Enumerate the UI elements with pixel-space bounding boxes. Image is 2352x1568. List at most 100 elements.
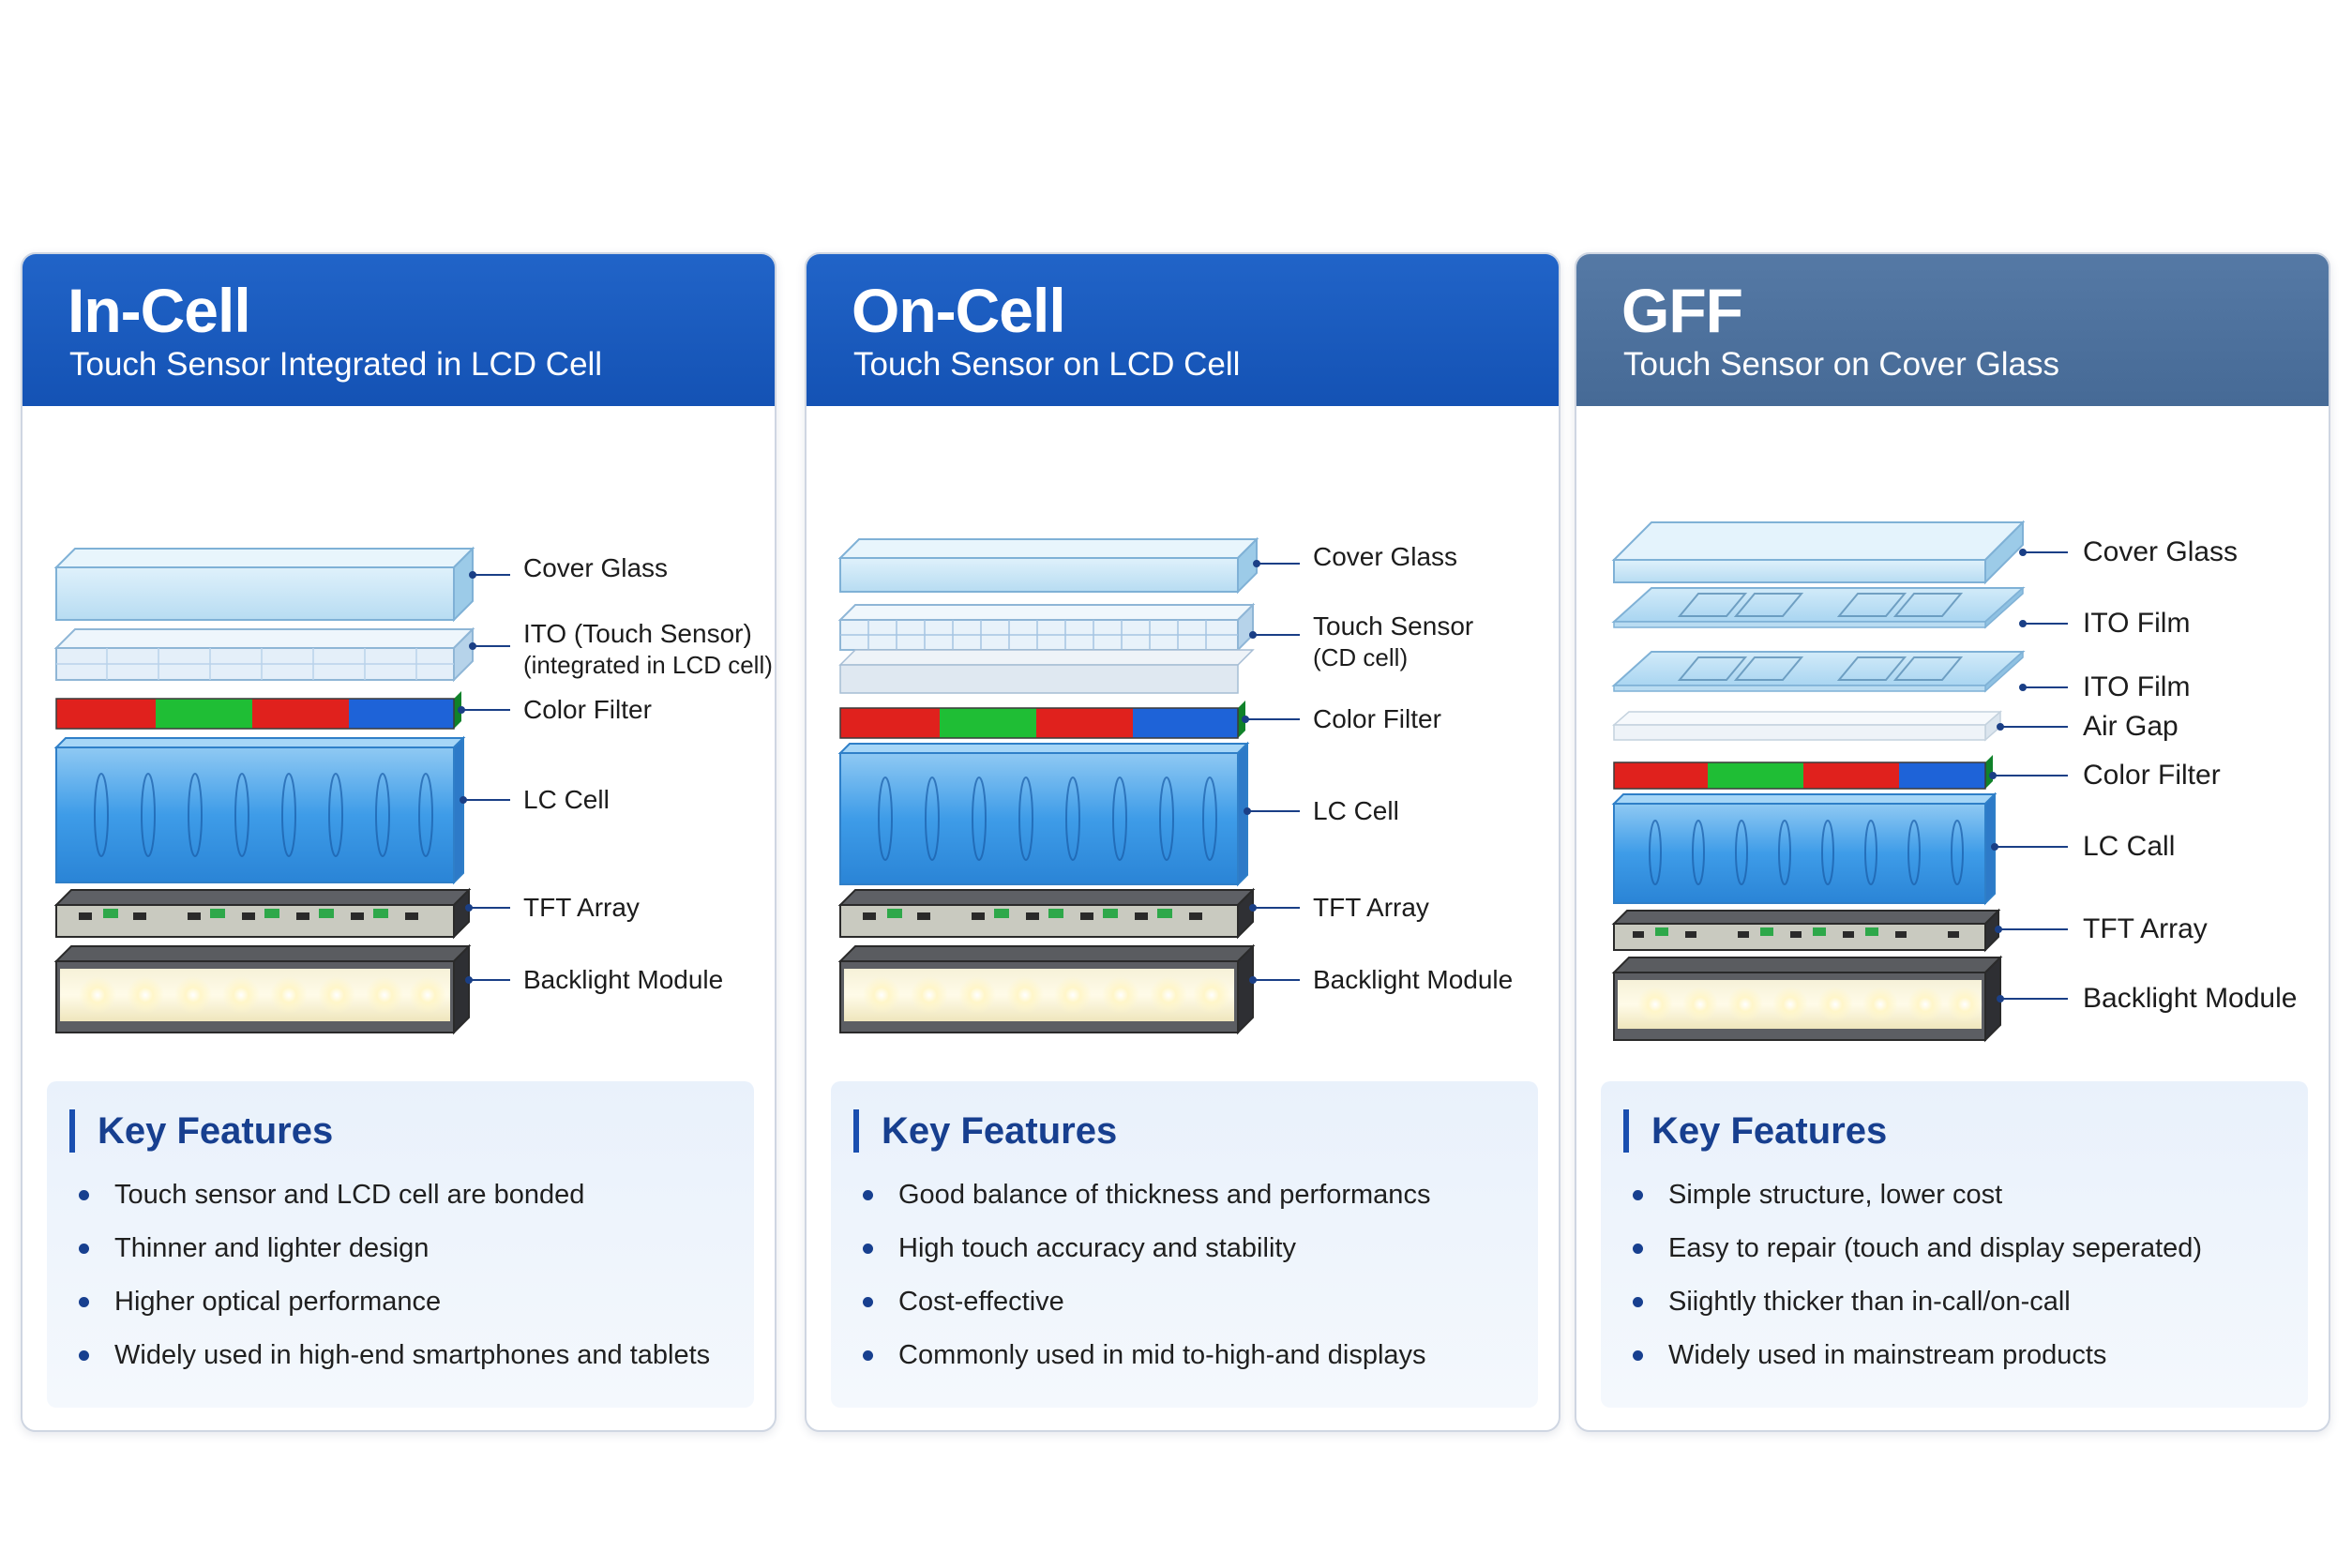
ito-touch-sensor-layer [53,626,475,683]
panel-header: On-Cell Touch Sensor on LCD Cell [807,254,1559,406]
layer-label: LC Cell [1313,796,1399,825]
layer-label-main: Touch Sensor [1313,611,1474,641]
layer-label: LC Cell [523,785,610,814]
feature-item: High touch accuracy and stability [863,1232,1430,1286]
lc-cell-layer [837,741,1250,887]
color-filter-layer [839,701,1245,739]
feature-text: Cost-effective [898,1287,1064,1317]
feature-text: Higher optical performance [114,1287,442,1317]
layer-label: Color Filter [523,695,652,724]
panel-header: GFF Touch Sensor on Cover Glass [1576,254,2329,406]
feature-item: Simple structure, lower cost [1633,1179,2202,1232]
bullet-icon [1633,1244,1643,1254]
bullet-icon [863,1244,873,1254]
tft-array-layer [1611,908,2001,953]
feature-text: Siightly thicker than in-call/on-call [1668,1287,2071,1317]
ito-film-layer-2 [1611,650,2026,693]
layer-label-main: ITO (Touch Sensor) [523,619,752,648]
touch-sensor-layer [837,602,1256,694]
color-filter-layer [1613,755,1993,790]
layer-label: Air Gap [2083,711,2179,742]
key-features-box: Key Features Simple structure, lower cos… [1601,1081,2308,1408]
feature-text: Good balance of thickness and performanc… [898,1180,1431,1210]
key-features-box: Key Features Good balance of thickness a… [831,1081,1538,1408]
feature-text: Easy to repair (touch and display sepera… [1668,1233,2203,1263]
layer-stack-diagram [53,546,510,1035]
layer-label: Cover Glass [1313,542,1458,571]
feature-item: Thinner and lighter design [79,1232,710,1286]
cover-glass-layer [837,536,1259,595]
backlight-module-layer [837,943,1256,1035]
feature-item: Higher optical performance [79,1286,710,1339]
layer-label: Touch Sensor (CD cell) [1313,611,1473,672]
features-list: Good balance of thickness and performanc… [863,1179,1430,1393]
tft-array-layer [53,887,472,940]
features-title: Key Features [69,1109,333,1153]
key-features-box: Key Features Touch sensor and LCD cell a… [47,1081,754,1408]
panel-subtitle: Touch Sensor on Cover Glass [1623,346,2059,383]
feature-text: Touch sensor and LCD cell are bonded [114,1180,585,1210]
layer-label: ITO Film [2083,608,2191,639]
cover-glass-layer [53,546,475,623]
panel-on-cell: On-Cell Touch Sensor on LCD Cell [805,252,1560,1432]
feature-item: Widely used in high-end smartphones and … [79,1339,710,1393]
panel-title: In-Cell [68,276,251,345]
layer-label: ITO Film [2083,671,2191,702]
layer-label: Backlight Module [523,965,724,994]
panel-header: In-Cell Touch Sensor Integrated in LCD C… [23,254,775,406]
ito-film-layer [1611,586,2026,629]
lc-cell-layer [53,735,466,885]
layer-stack-diagram [1611,520,2068,1043]
bullet-icon [79,1244,89,1254]
bullet-icon [863,1190,873,1200]
layer-label: LC Call [2083,831,2176,862]
backlight-module-layer [53,943,472,1035]
backlight-module-layer [1611,955,2003,1043]
feature-text: Widely used in high-end smartphones and … [114,1340,711,1370]
layer-label: Color Filter [1313,704,1441,733]
feature-text: Commonly used in mid to-high-and display… [898,1340,1426,1370]
feature-text: Simple structure, lower cost [1668,1180,2003,1210]
layer-stack-diagram [837,536,1300,1035]
bullet-icon [79,1350,89,1361]
panel-subtitle: Touch Sensor on LCD Cell [853,346,1241,383]
layer-label: Cover Glass [2083,536,2239,567]
panel-title: GFF [1621,276,1743,345]
lc-cell-layer [1611,792,1998,906]
tft-array-layer [837,887,1256,940]
layer-label: TFT Array [523,893,640,922]
features-list: Simple structure, lower cost Easy to rep… [1633,1179,2202,1393]
bullet-icon [79,1190,89,1200]
panel-in-cell: In-Cell Touch Sensor Integrated in LCD C… [21,252,776,1432]
feature-text: High touch accuracy and stability [898,1233,1296,1263]
bullet-icon [1633,1190,1643,1200]
layer-label: Backlight Module [1313,965,1514,994]
feature-item: Touch sensor and LCD cell are bonded [79,1179,710,1232]
feature-item: Easy to repair (touch and display sepera… [1633,1232,2202,1286]
feature-text: Thinner and lighter design [114,1233,430,1263]
layer-label: TFT Array [1313,893,1429,922]
leader-lines [1242,560,1300,984]
feature-item: Cost-effective [863,1286,1430,1339]
feature-item: Widely used in mainstream products [1633,1339,2202,1393]
features-title: Key Features [1623,1109,1887,1153]
layer-label: Color Filter [2083,760,2221,791]
layer-label: TFT Array [2083,913,2208,944]
panel-gff: GFF Touch Sensor on Cover Glass [1575,252,2330,1432]
cover-glass-layer [1611,520,2026,585]
bullet-icon [79,1297,89,1307]
color-filter-layer [55,691,461,730]
layer-label: ITO (Touch Sensor) (integrated in LCD ce… [523,618,773,680]
leader-lines [458,571,510,984]
feature-item: Commonly used in mid to-high-and display… [863,1339,1430,1393]
panel-title: On-Cell [852,276,1066,345]
features-list: Touch sensor and LCD cell are bonded Thi… [79,1179,710,1393]
bullet-icon [863,1297,873,1307]
leader-lines [1989,549,2068,1003]
bullet-icon [863,1350,873,1361]
air-gap-layer [1612,710,2002,742]
feature-text: Widely used in mainstream products [1668,1340,2107,1370]
layer-label: Cover Glass [523,553,669,582]
layer-label: Backlight Module [2083,983,2298,1014]
layer-sublabel: (integrated in LCD cell) [523,651,773,679]
